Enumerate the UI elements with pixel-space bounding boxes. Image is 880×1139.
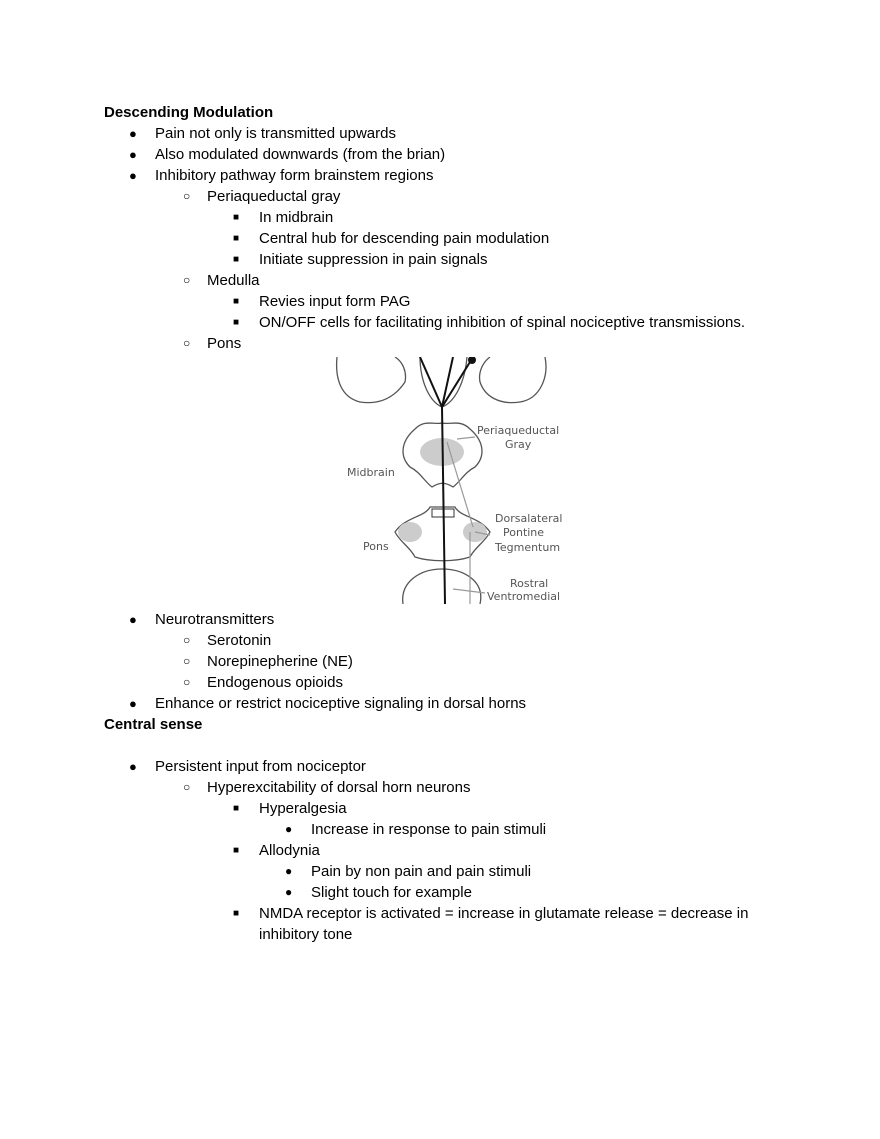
figure-label: Midbrain xyxy=(347,466,395,479)
list-item-text: Norepinepherine (NE) xyxy=(207,653,353,670)
list-item-text: Also modulated downwards (from the brian… xyxy=(155,146,446,163)
list-item-text: NMDA receptor is activated = increase in… xyxy=(259,905,749,943)
bullet-circle-icon: ○ xyxy=(183,675,191,689)
heading-central-sense: Central sense xyxy=(104,716,203,733)
bullet-square-icon: ■ xyxy=(233,254,240,265)
list-item: ● Increase in response to pain stimuli xyxy=(104,819,784,840)
list-item: ● Inhibitory pathway form brainstem regio… xyxy=(104,165,784,186)
list-item-text: Pons xyxy=(207,335,242,352)
bullet-circle-icon: ○ xyxy=(183,189,191,203)
bullet-circle-icon: ○ xyxy=(183,336,191,350)
list-item-text: Persistent input from nociceptor xyxy=(155,758,366,775)
figure-label: Gray xyxy=(505,438,532,451)
figure-label: Dorsalateral xyxy=(495,512,562,525)
bullet-square-icon: ■ xyxy=(233,317,240,328)
list-item: ■ Revies input form PAG xyxy=(104,291,784,312)
bullet-disc-icon: ● xyxy=(129,612,137,627)
list-item: ■ NMDA receptor is activated = increase i… xyxy=(104,903,784,945)
list-item: ● Persistent input from nociceptor xyxy=(104,756,784,777)
list-item: ■ ON/OFF cells for facilitating inhibitio… xyxy=(104,312,784,333)
list-item: ● Pain by non pain and pain stimuli xyxy=(104,861,784,882)
document-body: Descending Modulation ● Pain not only is … xyxy=(104,102,784,945)
bullet-square-icon: ■ xyxy=(233,212,240,223)
figure-label: Periaqueductal xyxy=(477,424,559,437)
bullet-disc-icon: ● xyxy=(285,885,293,899)
list-item: ○ Endogenous opioids xyxy=(104,672,784,693)
list-item-text: Hyperexcitability of dorsal horn neurons xyxy=(207,779,471,796)
list-item-text: Medulla xyxy=(207,272,260,289)
bullet-disc-icon: ● xyxy=(129,126,137,141)
bullet-square-icon: ■ xyxy=(233,908,240,919)
list-item: ○ Pons xyxy=(104,333,784,354)
list-item-text: In midbrain xyxy=(259,209,334,226)
bullet-square-icon: ■ xyxy=(233,803,240,814)
bullet-disc-icon: ● xyxy=(129,168,137,183)
list-item: ■ Allodynia xyxy=(104,840,784,861)
figure-label: Tegmentum xyxy=(494,541,560,554)
list-item-text: Slight touch for example xyxy=(311,884,472,901)
figure-label: Rostral xyxy=(510,577,548,590)
list-item-text: Endogenous opioids xyxy=(207,674,343,691)
list-item-text: Neurotransmitters xyxy=(155,611,275,628)
list-item: ● Neurotransmitters xyxy=(104,609,784,630)
list-item-text: Inhibitory pathway form brainstem region… xyxy=(155,167,434,184)
list-item: ○ Periaqueductal gray xyxy=(104,186,784,207)
list-item-text: Periaqueductal gray xyxy=(207,188,341,205)
list-item-text: Initiate suppression in pain signals xyxy=(259,251,488,268)
list-item-text: Increase in response to pain stimuli xyxy=(311,821,547,838)
list-item: ■ Initiate suppression in pain signals xyxy=(104,249,784,270)
list-item: ● Also modulated downwards (from the bria… xyxy=(104,144,784,165)
figure-label: Pontine xyxy=(503,526,544,539)
list-item: ■ Hyperalgesia xyxy=(104,798,784,819)
bullet-circle-icon: ○ xyxy=(183,654,191,668)
list-item-text: Pain by non pain and pain stimuli xyxy=(311,863,532,880)
bullet-square-icon: ■ xyxy=(233,296,240,307)
list-item-text: Hyperalgesia xyxy=(259,800,347,817)
list-item-text: Serotonin xyxy=(207,632,272,649)
bullet-circle-icon: ○ xyxy=(183,273,191,287)
list-item-text: Allodynia xyxy=(259,842,320,859)
list-item: ○ Medulla xyxy=(104,270,784,291)
list-item-text: Pain not only is transmitted upwards xyxy=(155,125,396,142)
figure-label: Ventromedial xyxy=(487,590,560,603)
list-item-text: ON/OFF cells for facilitating inhibition… xyxy=(259,314,746,331)
list-item: ● Pain not only is transmitted upwards xyxy=(104,123,784,144)
list-item: ● Enhance or restrict nociceptive signali… xyxy=(104,693,784,714)
list-item: ■ Central hub for descending pain modulat… xyxy=(104,228,784,249)
brainstem-pathway-figure: Periaqueductal Gray Midbrain Dorsalatera… xyxy=(335,357,565,604)
bullet-disc-icon: ● xyxy=(285,822,293,836)
bullet-disc-icon: ● xyxy=(129,147,137,162)
bullet-disc-icon: ● xyxy=(129,759,137,774)
list-item-text: Revies input form PAG xyxy=(259,293,411,310)
list-item: ○ Norepinepherine (NE) xyxy=(104,651,784,672)
list-item: ■ In midbrain xyxy=(104,207,784,228)
list-item: ○ Serotonin xyxy=(104,630,784,651)
bullet-circle-icon: ○ xyxy=(183,633,191,647)
blank-line xyxy=(104,735,784,756)
bullet-disc-icon: ● xyxy=(129,696,137,711)
bullet-disc-icon: ● xyxy=(285,864,293,878)
list-item-text: Enhance or restrict nociceptive signalin… xyxy=(155,695,527,712)
figure-label: Pons xyxy=(363,540,389,553)
bullet-square-icon: ■ xyxy=(233,845,240,856)
list-item: ○ Hyperexcitability of dorsal horn neuron… xyxy=(104,777,784,798)
bullet-circle-icon: ○ xyxy=(183,780,191,794)
list-item: ● Slight touch for example xyxy=(104,882,784,903)
bullet-square-icon: ■ xyxy=(233,233,240,244)
heading-descending-modulation: Descending Modulation xyxy=(104,104,274,121)
list-item-text: Central hub for descending pain modulati… xyxy=(259,230,550,247)
